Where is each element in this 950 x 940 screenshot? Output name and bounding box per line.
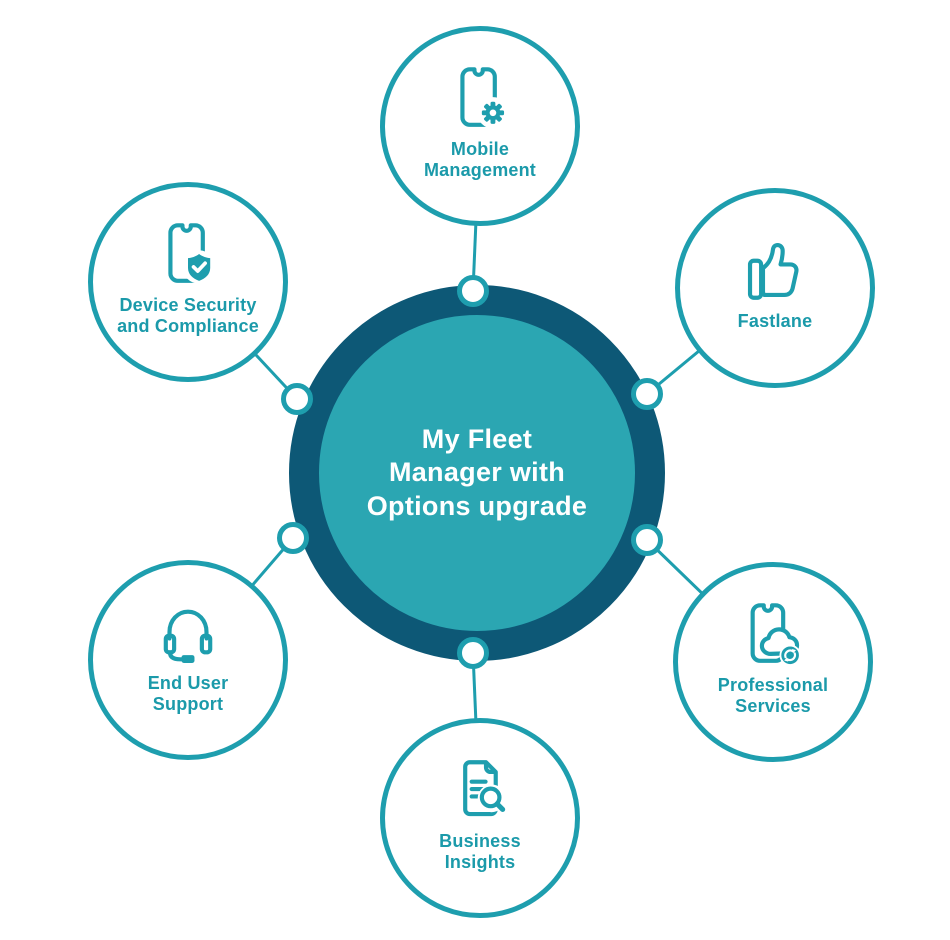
hub-port [277, 522, 309, 554]
check-mark [191, 261, 207, 273]
node-label: Professional Services [717, 674, 829, 716]
phone-shield-check-icon [168, 223, 216, 284]
node-professional-services: Professional Services [673, 562, 873, 762]
mic-glyph [181, 654, 195, 663]
thumb-cuff [747, 259, 764, 301]
hub-port [457, 275, 489, 307]
hub-circle: My Fleet Manager with Options upgrade [289, 285, 665, 661]
magnifier-lens [479, 786, 502, 809]
mic-boom [167, 650, 185, 662]
headset-icon [163, 609, 213, 663]
phone-gear-icon [460, 67, 509, 129]
thumbs-up-icon [747, 243, 799, 301]
magnifier-handle [494, 801, 506, 812]
hub-port [281, 383, 313, 415]
phone-outline [168, 223, 205, 283]
phone-outline [460, 67, 497, 127]
node-label: Fastlane [737, 311, 813, 332]
hub-label-line: Options upgrade [366, 490, 588, 521]
node-end-user-support: End User Support [88, 560, 288, 760]
node-label: End User Support [147, 672, 229, 714]
headband [167, 609, 209, 641]
sync-badge [779, 644, 801, 666]
node-fastlane: Fastlane [675, 188, 875, 388]
gear-glyph [481, 101, 505, 124]
phone-outline [750, 603, 786, 663]
hub-label-line: Manager with [388, 457, 566, 488]
hub-port [631, 524, 663, 556]
document-magnifier-icon [463, 759, 506, 816]
node-label: Mobile Management [423, 138, 537, 180]
document-outline [463, 759, 498, 816]
node-device-security-and-compliance: Device Security and Compliance [88, 182, 288, 382]
node-label: Business Insights [439, 830, 521, 872]
hub-port [457, 637, 489, 669]
node-label: Device Security and Compliance [117, 294, 259, 336]
phone-cloud-sync-icon [750, 603, 801, 666]
hub-label: My Fleet Manager with Options upgrade [367, 423, 588, 523]
node-business-insights: Business Insights [380, 718, 580, 918]
thumb-hand [760, 243, 799, 298]
hub-port [631, 378, 663, 410]
node-mobile-management: Mobile Management [380, 26, 580, 226]
hub-label-line: My Fleet [421, 423, 533, 454]
ear-cup-right [199, 633, 213, 655]
